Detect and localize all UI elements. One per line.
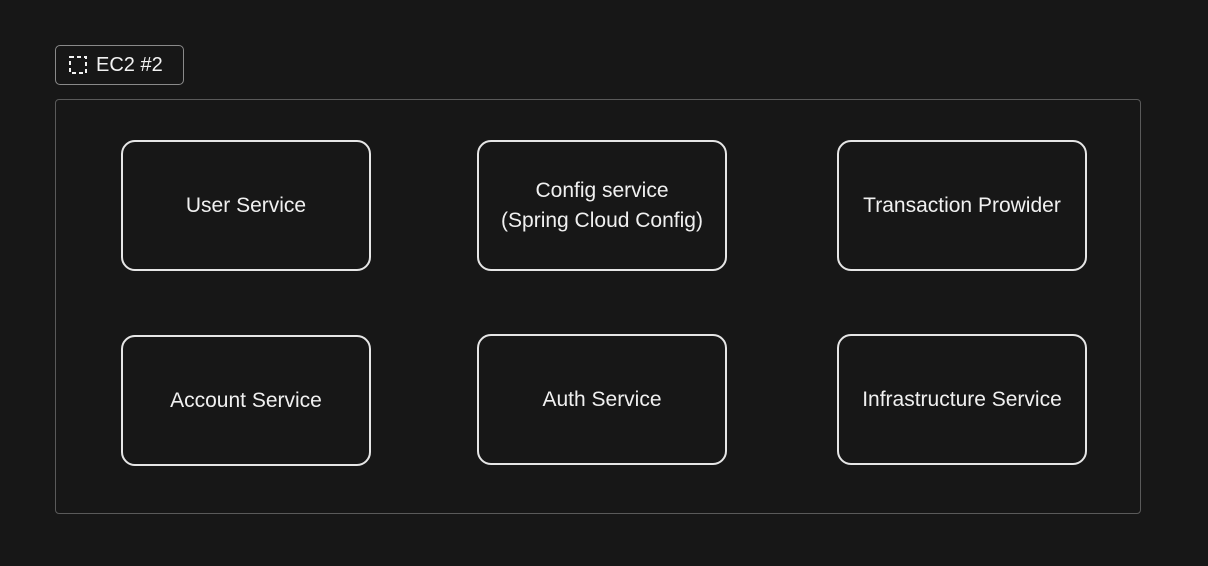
node-label: Transaction Prowider xyxy=(863,193,1061,217)
ec2-frame[interactable] xyxy=(55,99,1141,514)
node-label: Auth Service xyxy=(542,387,662,411)
frame-icon xyxy=(68,55,88,75)
frame-label-tag[interactable]: EC2 #2 xyxy=(55,45,184,85)
node-label: Infrastructure Service xyxy=(862,387,1062,411)
auth-service-node[interactable]: Auth Service xyxy=(477,334,727,465)
frame-label: EC2 #2 xyxy=(96,53,163,76)
node-label: Account Service xyxy=(170,388,322,412)
transaction-provider-node[interactable]: Transaction Prowider xyxy=(837,140,1087,271)
account-service-node[interactable]: Account Service xyxy=(121,335,371,466)
node-label: Config service (Spring Cloud Config) xyxy=(501,178,703,232)
config-service-node[interactable]: Config service (Spring Cloud Config) xyxy=(477,140,727,271)
user-service-node[interactable]: User Service xyxy=(121,140,371,271)
infrastructure-service-node[interactable]: Infrastructure Service xyxy=(837,334,1087,465)
node-label: User Service xyxy=(185,193,307,217)
